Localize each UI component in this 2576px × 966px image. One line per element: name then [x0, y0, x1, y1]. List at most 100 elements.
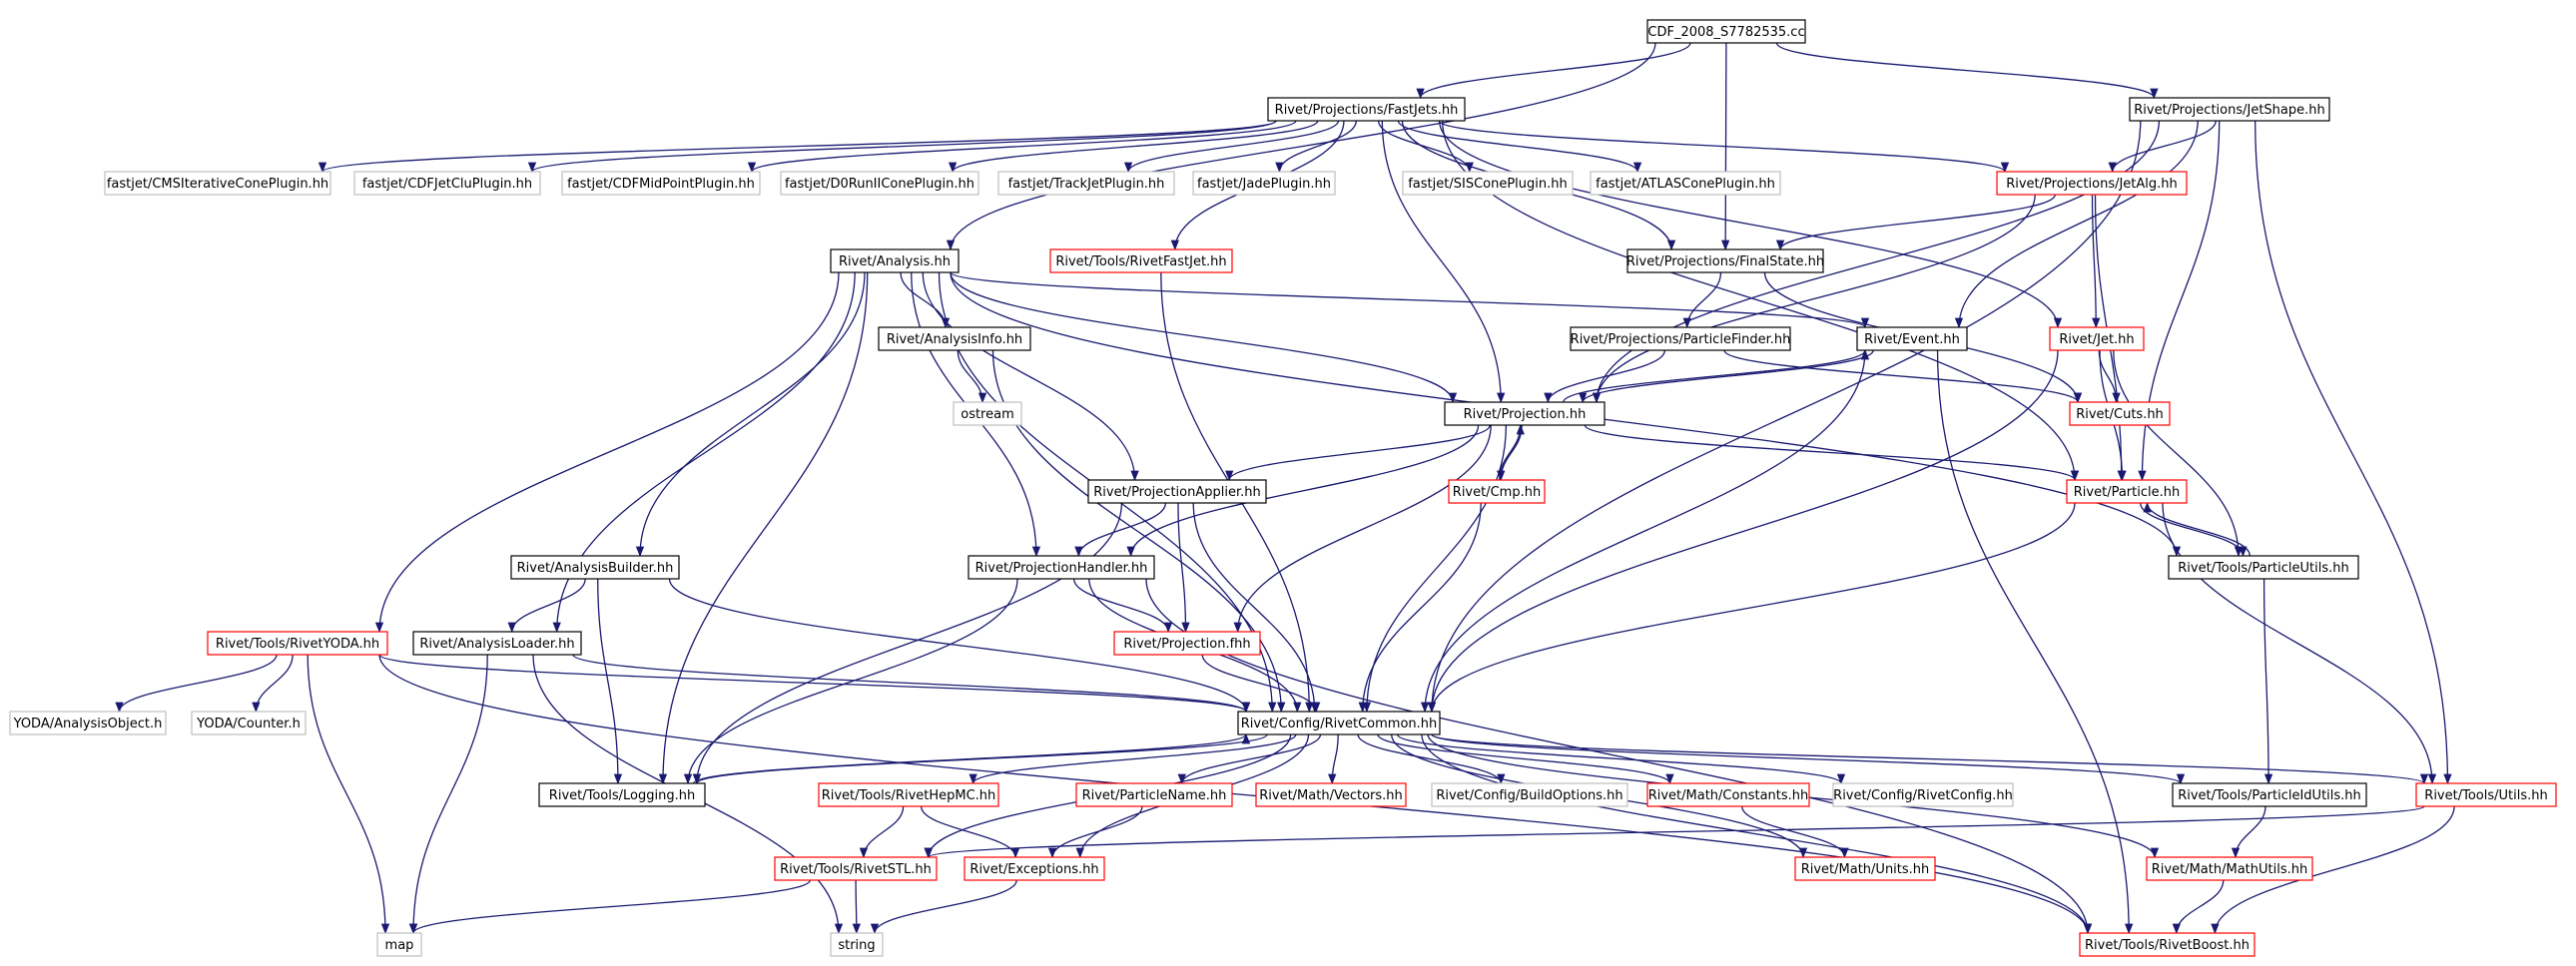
node-jetshape-box — [2129, 97, 2330, 122]
edge-jetshape-to-jetalg — [2108, 120, 2217, 174]
node-particlefinder[interactable]: Rivet/Projections/ParticleFinder.hh — [1570, 326, 1791, 351]
node-rivetfastjet[interactable]: Rivet/Tools/RivetFastJet.hh — [1049, 248, 1233, 273]
node-cuts-label: Rivet/Cuts.hh — [2076, 407, 2164, 422]
edge-rivetcommon-to-rivetboost — [1421, 733, 2093, 935]
node-atlascone: fastjet/ATLASConePlugin.hh — [1590, 171, 1781, 196]
edge-analysis-to-event — [950, 271, 1869, 329]
edge-analysisinfo-to-ostream — [957, 349, 987, 404]
node-rivetfastjet-label: Rivet/Tools/RivetFastJet.hh — [1055, 254, 1226, 269]
node-rivetcommon-box — [1237, 711, 1441, 735]
node-string: string — [830, 932, 884, 957]
edge-rivetyoda-to-map — [307, 654, 390, 935]
edge-projection-to-projapplier — [1225, 424, 1491, 482]
node-particle-box — [2066, 479, 2188, 504]
node-d0run2: fastjet/D0RunIIConePlugin.hh — [780, 171, 979, 196]
node-cmp-label: Rivet/Cmp.hh — [1453, 485, 1541, 500]
node-d0run2-box — [780, 171, 979, 196]
edge-root-to-fastjets — [1416, 42, 1691, 100]
node-analysis[interactable]: Rivet/Analysis.hh — [830, 248, 960, 273]
edge-rivetyoda-to-rivetboost — [378, 654, 2093, 935]
node-projection[interactable]: Rivet/Projection.hh — [1444, 401, 1606, 426]
node-rivetyoda[interactable]: Rivet/Tools/RivetYODA.hh — [207, 631, 388, 656]
node-mathutils[interactable]: Rivet/Math/MathUtils.hh — [2146, 856, 2313, 881]
edges-layer — [115, 42, 2455, 935]
node-particleidutils-box — [2172, 782, 2367, 807]
edge-analysisbuilder-to-logging — [597, 578, 623, 785]
node-finalstate[interactable]: Rivet/Projections/FinalState.hh — [1626, 248, 1824, 273]
node-jetshape-label: Rivet/Projections/JetShape.hh — [2134, 103, 2325, 118]
node-yodaao: YODA/AnalysisObject.h — [9, 711, 167, 735]
node-string-box — [830, 932, 884, 957]
node-event[interactable]: Rivet/Event.hh — [1856, 326, 1968, 351]
node-root[interactable]: CDF_2008_S7782535.cc — [1646, 19, 1806, 44]
node-particleutils[interactable]: Rivet/Tools/ParticleUtils.hh — [2168, 555, 2359, 580]
edge-rivethepmc-to-rivetstl — [859, 805, 905, 859]
node-particle[interactable]: Rivet/Particle.hh — [2066, 479, 2188, 504]
node-jetalg[interactable]: Rivet/Projections/JetAlg.hh — [1996, 171, 2188, 196]
node-analysisbuilder-box — [510, 555, 680, 580]
node-siscone-box — [1402, 171, 1574, 196]
node-rivetstl-label: Rivet/Tools/RivetSTL.hh — [780, 862, 932, 877]
node-exceptions-label: Rivet/Exceptions.hh — [969, 862, 1098, 877]
node-cuts[interactable]: Rivet/Cuts.hh — [2069, 401, 2171, 426]
node-rivetcommon[interactable]: Rivet/Config/RivetCommon.hh — [1237, 711, 1441, 735]
node-jetshape[interactable]: Rivet/Projections/JetShape.hh — [2129, 97, 2330, 122]
node-yodaao-box — [9, 711, 167, 735]
edge-constants-to-units — [1741, 805, 1849, 859]
edge-rivetstl-to-string — [852, 879, 862, 935]
node-rivetcommon-label: Rivet/Config/RivetCommon.hh — [1241, 717, 1438, 731]
node-projapplier[interactable]: Rivet/ProjectionApplier.hh — [1087, 479, 1267, 504]
node-fastjets[interactable]: Rivet/Projections/FastJets.hh — [1267, 97, 1466, 122]
node-cdfmid-label: fastjet/CDFMidPointPlugin.hh — [567, 177, 755, 192]
node-yodacounter-box — [191, 711, 307, 735]
node-particlename[interactable]: Rivet/ParticleName.hh — [1075, 782, 1233, 807]
node-cdfjetclu: fastjet/CDFJetCluPlugin.hh — [353, 171, 541, 196]
node-cmp[interactable]: Rivet/Cmp.hh — [1448, 479, 1546, 504]
node-particlename-label: Rivet/ParticleName.hh — [1082, 788, 1227, 803]
node-event-box — [1856, 326, 1968, 351]
node-exceptions-box — [964, 856, 1105, 881]
node-ostream: ostream — [953, 401, 1022, 426]
node-units[interactable]: Rivet/Math/Units.hh — [1794, 856, 1936, 881]
node-atlascone-box — [1590, 171, 1781, 196]
edge-rivetyoda-to-rivetcommon — [378, 654, 1250, 714]
edge-projhandler-to-projfhh — [1072, 578, 1173, 634]
node-finalstate-label: Rivet/Projections/FinalState.hh — [1626, 254, 1824, 269]
node-rivethepmc-label: Rivet/Tools/RivetHepMC.hh — [822, 788, 996, 803]
edge-projapplier-to-rivetcommon — [1192, 502, 1319, 714]
edge-jetalg-to-finalstate — [1775, 194, 2056, 251]
node-rivethepmc[interactable]: Rivet/Tools/RivetHepMC.hh — [818, 782, 999, 807]
node-utils[interactable]: Rivet/Tools/Utils.hh — [2415, 782, 2557, 807]
node-vectors[interactable]: Rivet/Math/Vectors.hh — [1255, 782, 1407, 807]
node-projhandler[interactable]: Rivet/ProjectionHandler.hh — [967, 555, 1155, 580]
node-projapplier-box — [1087, 479, 1267, 504]
node-projfhh[interactable]: Rivet/Projection.fhh — [1113, 631, 1261, 656]
node-yodacounter: YODA/Counter.h — [191, 711, 307, 735]
node-cmsiter: fastjet/CMSIterativeConePlugin.hh — [104, 171, 331, 196]
node-constants-box — [1646, 782, 1810, 807]
node-exceptions[interactable]: Rivet/Exceptions.hh — [964, 856, 1105, 881]
edge-fastjets-to-jetalg — [1438, 120, 2009, 174]
node-analysis-box — [830, 248, 960, 273]
edge-cmp-to-rivetcommon — [1358, 502, 1482, 714]
node-particlefinder-box — [1570, 326, 1791, 351]
node-analysisbuilder[interactable]: Rivet/AnalysisBuilder.hh — [510, 555, 680, 580]
node-logging[interactable]: Rivet/Tools/Logging.hh — [538, 782, 706, 807]
edge-rivetstl-to-map — [408, 879, 811, 935]
node-rivetstl[interactable]: Rivet/Tools/RivetSTL.hh — [774, 856, 938, 881]
node-cmsiter-box — [104, 171, 331, 196]
node-constants[interactable]: Rivet/Math/Constants.hh — [1646, 782, 1810, 807]
node-units-box — [1794, 856, 1936, 881]
node-analysisloader-label: Rivet/AnalysisLoader.hh — [419, 637, 574, 652]
node-particleutils-label: Rivet/Tools/ParticleUtils.hh — [2178, 561, 2348, 576]
edge-particlename-to-exceptions — [1047, 805, 1143, 859]
node-rivetboost[interactable]: Rivet/Tools/RivetBoost.hh — [2079, 932, 2255, 957]
edge-event-to-rivetboost — [1936, 349, 2134, 935]
node-analysisloader[interactable]: Rivet/AnalysisLoader.hh — [412, 631, 582, 656]
node-jet[interactable]: Rivet/Jet.hh — [2049, 326, 2145, 351]
node-particleidutils[interactable]: Rivet/Tools/ParticleIdUtils.hh — [2172, 782, 2367, 807]
node-analysisinfo[interactable]: Rivet/AnalysisInfo.hh — [878, 326, 1031, 351]
edge-analysis-to-projapplier — [922, 271, 1139, 482]
edge-projection-to-event — [1563, 348, 1870, 403]
edge-cmp-to-projection — [1499, 423, 1525, 481]
